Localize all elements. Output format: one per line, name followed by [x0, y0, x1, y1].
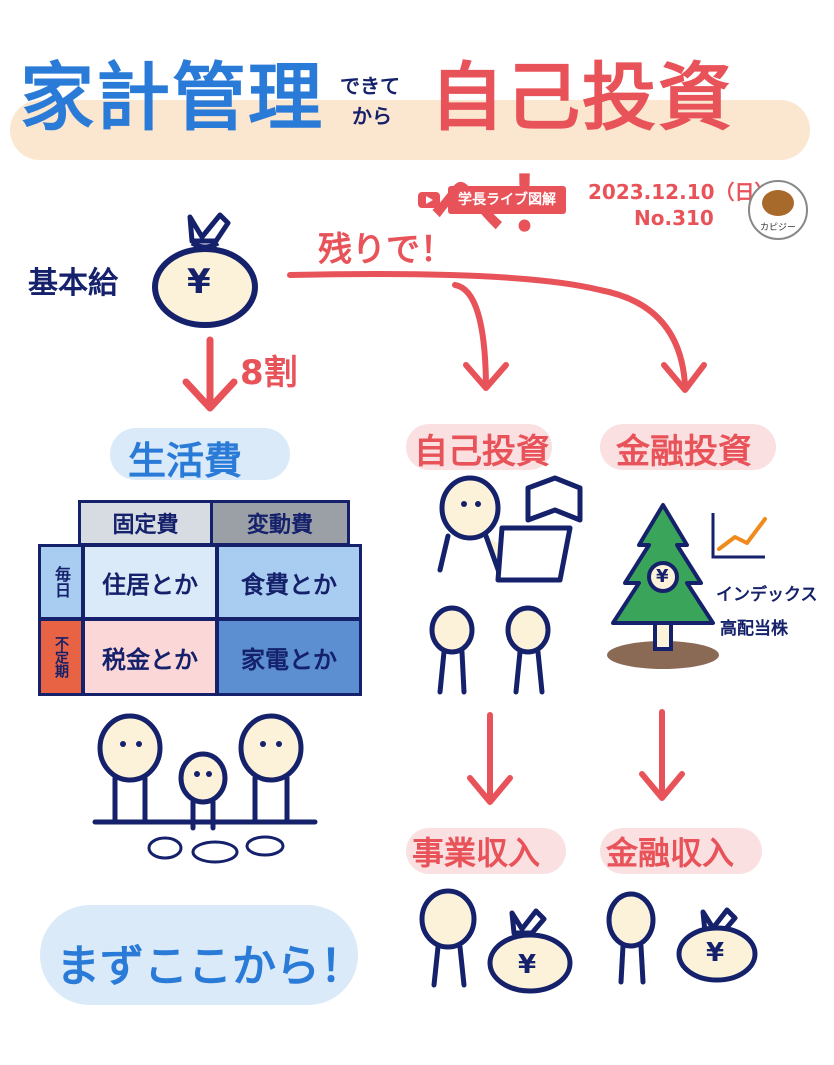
fin-income-illustration — [606, 891, 758, 985]
live-badge: 学長ライブ図解 — [448, 186, 566, 214]
base-salary-label: 基本給 — [28, 266, 118, 301]
self-invest-heading-bg — [406, 424, 552, 470]
fin-income-bg — [600, 828, 762, 874]
closing-bg — [40, 905, 358, 1005]
fin-invest-heading: 金融投資 — [616, 432, 752, 472]
col-header-variable: 変動費 — [210, 500, 350, 546]
money-bag-icon — [152, 212, 258, 328]
living-heading-bg — [110, 428, 290, 480]
episode-number: No.310 — [634, 206, 714, 230]
money-tree-illustration — [607, 503, 767, 669]
living-heading: 生活費 — [128, 439, 243, 483]
money-tree-yen: ¥ — [656, 566, 669, 587]
study-illustration — [429, 475, 583, 695]
title-small-top: できて — [340, 74, 400, 98]
business-income-yen: ¥ — [518, 950, 537, 980]
business-income-illustration — [419, 888, 573, 994]
row-header-daily: 毎日 — [38, 544, 84, 620]
avatar-label: カピジー — [759, 223, 796, 233]
note-high-dividend: 高配当株 — [720, 619, 788, 639]
fin-income-yen: ¥ — [706, 938, 725, 968]
closing-message: まずここから！ — [56, 941, 364, 992]
cell-appliances: 家電とか — [216, 618, 362, 696]
title-highlight-band — [10, 100, 810, 160]
capybara-icon — [762, 190, 794, 216]
row-header-irregular: 不定期 — [38, 618, 84, 696]
col-header-fixed: 固定費 — [78, 500, 213, 546]
title-small-bottom: から — [352, 104, 392, 128]
cell-housing: 住居とか — [82, 544, 218, 620]
date-label: 2023.12.10（日） — [588, 180, 775, 204]
fin-invest-heading-bg — [600, 424, 776, 470]
video-play-icon — [418, 192, 440, 208]
cell-tax: 税金とか — [82, 618, 218, 696]
avatar: カピジー — [748, 180, 808, 240]
base-salary-yen: ¥ — [187, 262, 211, 302]
self-invest-heading: 自己投資 — [414, 432, 550, 472]
family-illustration — [92, 713, 318, 864]
expense-table: 固定費 変動費 毎日 不定期 住居とか 食費とか 税金とか 家電とか — [38, 500, 362, 696]
remainder-label: 残りで！ — [318, 230, 454, 270]
fin-income-label: 金融収入 — [606, 834, 735, 872]
business-income-bg — [406, 828, 566, 874]
cell-food: 食費とか — [216, 544, 362, 620]
split-ratio-label: 8割 — [240, 353, 298, 393]
business-income-label: 事業収入 — [412, 834, 541, 872]
note-index: インデックス — [716, 585, 818, 605]
title-left: 家計管理 — [20, 55, 324, 141]
